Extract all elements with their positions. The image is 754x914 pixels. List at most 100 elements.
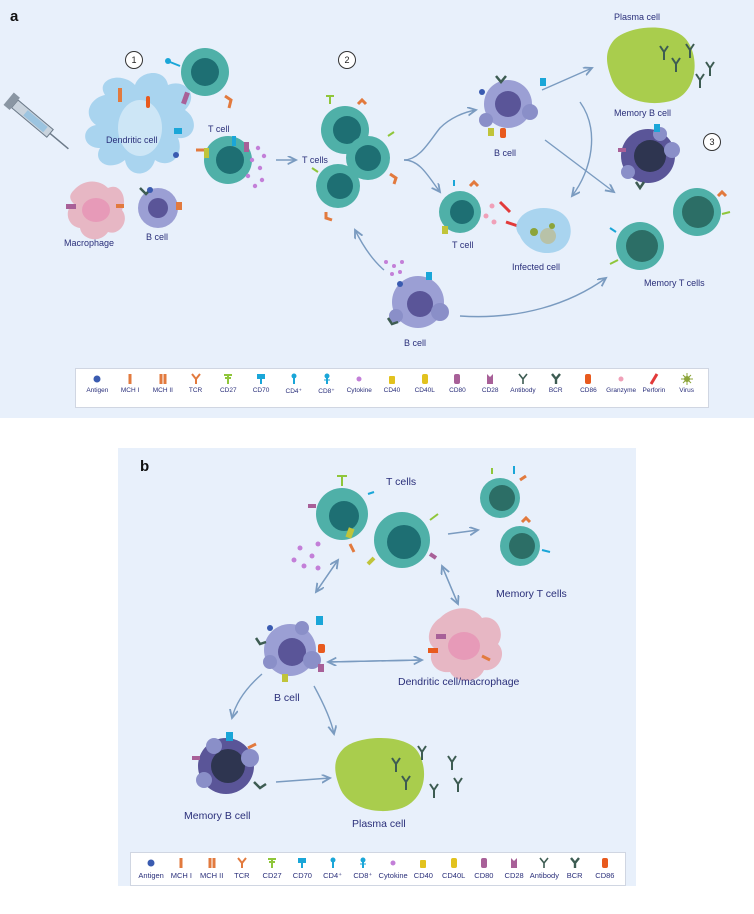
legend-item: CD40 bbox=[408, 857, 438, 880]
legend-item: Cytokine bbox=[378, 857, 408, 880]
legend-item: CD40L bbox=[439, 857, 469, 880]
b-cell-b bbox=[254, 616, 325, 682]
legend-item: CD27 bbox=[212, 373, 245, 394]
label-plasma-cell-b: Plasma cell bbox=[352, 818, 406, 830]
legend-item: CD80 bbox=[469, 857, 499, 880]
legend-icon bbox=[237, 857, 247, 868]
panel-b-label: b bbox=[140, 458, 150, 475]
legend-icon bbox=[388, 376, 395, 384]
legend-icon bbox=[649, 373, 659, 385]
legend-item: BCR bbox=[539, 373, 572, 394]
legend-label: TCR bbox=[188, 387, 203, 394]
legend-icon bbox=[618, 376, 624, 382]
label-plasma-cell: Plasma cell bbox=[614, 12, 661, 22]
legend-label: CD8⁺ bbox=[318, 388, 335, 395]
label-memory-b-cell: Memory B cell bbox=[614, 108, 672, 118]
legend-label: TCR bbox=[234, 871, 250, 880]
granzyme-perforin bbox=[483, 200, 519, 228]
legend-item: Antigen bbox=[136, 857, 166, 880]
label-memory-t-cells: Memory T cells bbox=[644, 278, 705, 288]
legend-item: Granzyme bbox=[605, 373, 638, 394]
legend-label: MCH II bbox=[199, 871, 224, 880]
legend-label: CD40L bbox=[414, 387, 435, 394]
memory-t-cells-b bbox=[480, 466, 551, 566]
legend-label: Cytokine bbox=[346, 387, 372, 394]
memory-b-cell bbox=[618, 124, 680, 191]
legend-label: BCR bbox=[548, 387, 563, 394]
legend-icon bbox=[518, 373, 528, 384]
legend-label: CD8⁺ bbox=[353, 871, 373, 880]
legend-item: CD80 bbox=[441, 373, 474, 394]
label-macrophage: Macrophage bbox=[64, 238, 115, 248]
t-cell-1 bbox=[196, 136, 252, 184]
legend-item: Cytokine bbox=[343, 373, 376, 394]
legend-icon bbox=[421, 374, 428, 384]
legend-icon bbox=[257, 374, 266, 384]
macrophage bbox=[66, 181, 125, 240]
label-memory-b-cell-b: Memory B cell bbox=[184, 810, 251, 822]
legend-item: CD28 bbox=[499, 857, 529, 880]
legend-item: CD70 bbox=[245, 373, 278, 394]
arrows-a bbox=[276, 68, 614, 318]
legend-item: CD70 bbox=[287, 857, 317, 880]
legend-icon bbox=[359, 857, 366, 868]
legend-item: CD4⁺ bbox=[318, 857, 348, 880]
legend-icon bbox=[480, 858, 487, 868]
memory-b-cell-b bbox=[192, 732, 267, 794]
legend-label: Antigen bbox=[138, 871, 164, 880]
legend-label: MCH I bbox=[170, 871, 192, 880]
legend-item: CD4⁺ bbox=[277, 373, 310, 395]
legend-icon bbox=[323, 373, 330, 384]
legend-item: CD28 bbox=[474, 373, 507, 394]
arrows-b bbox=[232, 530, 478, 782]
label-b-cell-left: B cell bbox=[146, 232, 169, 242]
panel-b: b T cells Memory T cells B cell Dendriti… bbox=[118, 448, 636, 886]
plasma-cell bbox=[607, 27, 715, 104]
legend-label: Antigen bbox=[86, 387, 109, 394]
legend-icon bbox=[179, 858, 183, 868]
legend-label: Granzyme bbox=[606, 387, 637, 394]
legend-icon bbox=[487, 374, 494, 384]
legend-label: CD4⁺ bbox=[285, 388, 302, 395]
legend-item: CD27 bbox=[257, 857, 287, 880]
legend-icon bbox=[330, 857, 336, 868]
panel-a: a 1 2 3 Dendritic cell T cell Macrophage… bbox=[0, 0, 754, 418]
label-b-cell-upper: B cell bbox=[494, 148, 517, 158]
legend-item: MCH I bbox=[166, 857, 196, 880]
b-cell-bottom bbox=[386, 272, 449, 328]
legend-label: CD40 bbox=[413, 871, 433, 880]
legend-label: CD86 bbox=[580, 387, 597, 394]
legend-item: Antibody bbox=[507, 373, 540, 394]
legend-item: MCH II bbox=[197, 857, 227, 880]
label-t-cell: T cell bbox=[208, 124, 230, 134]
dendritic-macrophage-b bbox=[428, 608, 503, 681]
label-t-cell-lower: T cell bbox=[452, 240, 474, 250]
legend-item: CD8⁺ bbox=[348, 857, 378, 880]
legend-label: Cytokine bbox=[378, 871, 408, 880]
legend-label: CD70 bbox=[252, 387, 270, 394]
cytokines-1 bbox=[245, 145, 267, 189]
legend-item: MCH I bbox=[114, 373, 147, 394]
legend-icon bbox=[450, 858, 457, 868]
memory-t-cells bbox=[609, 188, 731, 270]
legend-icon bbox=[298, 858, 307, 868]
legend-icon bbox=[585, 374, 592, 384]
legend-item: TCR bbox=[179, 373, 212, 394]
legend-icon bbox=[159, 374, 167, 384]
panel-a-label: a bbox=[10, 8, 19, 25]
label-b-cell-bottom: B cell bbox=[404, 338, 427, 348]
syringe-icon bbox=[3, 92, 69, 150]
legend-icon bbox=[93, 375, 101, 383]
legend-item: BCR bbox=[560, 857, 590, 880]
legend-icon bbox=[268, 858, 277, 868]
legend-icon bbox=[190, 373, 201, 384]
legend-label: CD70 bbox=[292, 871, 312, 880]
legend-label: CD86 bbox=[595, 871, 615, 880]
legend-label: CD80 bbox=[449, 387, 466, 394]
label-dendritic-cell: Dendritic cell bbox=[106, 135, 158, 145]
legend-label: CD27 bbox=[219, 387, 237, 394]
cytokines-2 bbox=[384, 260, 404, 276]
t-cell-top bbox=[165, 48, 233, 109]
label-memory-t-cells-b: Memory T cells bbox=[496, 588, 567, 600]
t-cell-lower bbox=[439, 179, 481, 234]
